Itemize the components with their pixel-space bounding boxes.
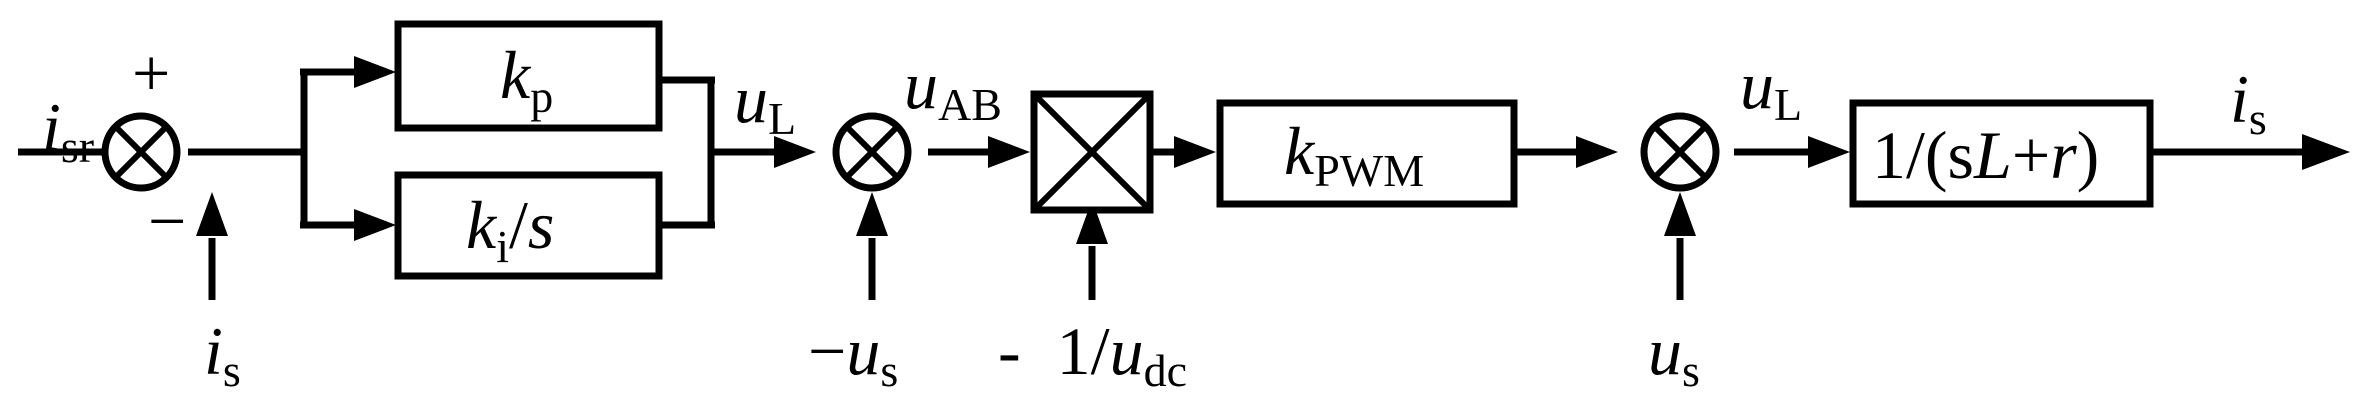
kpwm-block: [1216, 99, 1518, 208]
uAB-label: uAB: [904, 47, 1002, 130]
to-kp-arrowhead: [354, 56, 396, 88]
to-plant-arrowhead: [1808, 136, 1850, 168]
sum1-minus-sign: −: [148, 183, 186, 259]
kp-label: kp: [500, 37, 553, 122]
neg-us-arrowhead: [856, 192, 888, 236]
sum-junction-3: [1640, 112, 1720, 192]
neg-us-label: −us: [808, 313, 898, 396]
kp-block: [394, 20, 663, 132]
kpwm-label: kPWM: [1284, 113, 1424, 196]
sum-junction-1: [101, 112, 181, 192]
output-arrowhead: [2302, 134, 2350, 170]
ki-label: ki/s: [466, 187, 554, 272]
to-sum2-arrowhead: [774, 136, 816, 168]
input-label: isr: [42, 89, 94, 172]
ki-block: [394, 171, 663, 280]
to-ki-arrowhead: [354, 209, 396, 241]
plant-block: [1849, 99, 2154, 208]
uL2-label: uL: [1740, 47, 1802, 130]
us-label: us: [1648, 313, 1700, 396]
us-arrowhead: [1664, 192, 1696, 236]
plant-label: 1/(sL+r): [1872, 117, 2099, 193]
div-label: -1/udc: [998, 313, 1187, 396]
output-label: is: [2230, 61, 2267, 144]
sum-junction-2: [832, 112, 912, 192]
sum1-feedback-label: is: [204, 313, 241, 396]
sum1-plus-sign: +: [132, 35, 170, 111]
is-feedback-arrowhead: [196, 192, 228, 236]
to-divider-arrowhead: [988, 136, 1030, 168]
to-kpwm-arrowhead: [1174, 136, 1216, 168]
to-sum3-arrowhead: [1576, 136, 1618, 168]
udc-arrowhead: [1076, 200, 1108, 244]
divider-block: [1030, 90, 1154, 214]
uL1-label: uL: [734, 61, 796, 144]
